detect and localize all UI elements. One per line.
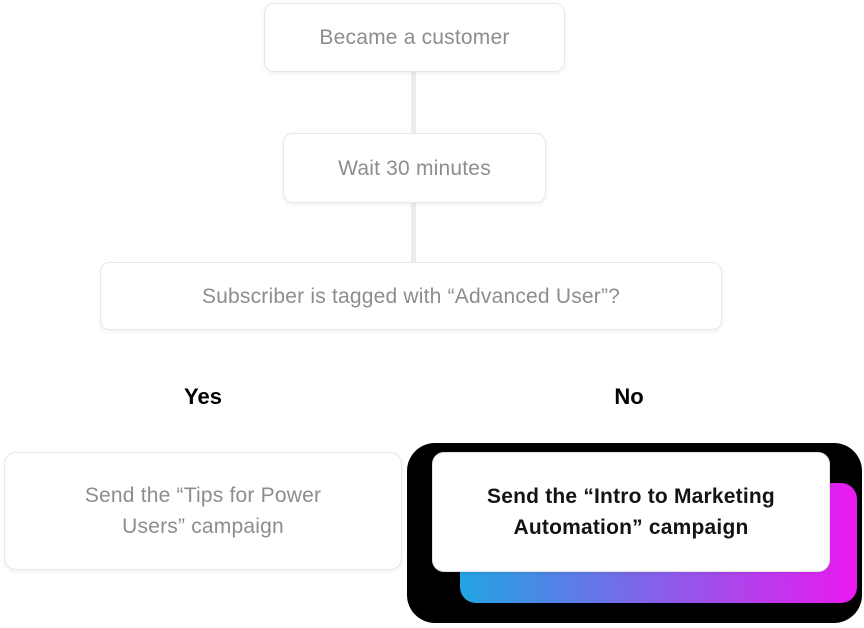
node-wait-30-minutes[interactable]: Wait 30 minutes (283, 133, 546, 203)
connector-line (411, 70, 416, 136)
connector-line (411, 200, 416, 264)
node-label: Subscriber is tagged with “Advanced User… (201, 284, 621, 308)
node-tag-condition[interactable]: Subscriber is tagged with “Advanced User… (100, 262, 722, 330)
node-tips-campaign[interactable]: Send the “Tips for Power Users” campaign (4, 452, 402, 570)
node-label: Send the “Tips for Power Users” campaign (84, 484, 322, 538)
branch-label-yes: Yes (184, 384, 222, 409)
node-label: Became a customer (319, 26, 510, 49)
node-intro-campaign[interactable]: Send the “Intro to Marketing Automation”… (432, 452, 830, 572)
branch-label-no: No (614, 384, 644, 409)
node-became-customer[interactable]: Became a customer (264, 3, 565, 72)
node-label: Wait 30 minutes (338, 156, 491, 180)
node-label: Send the “Intro to Marketing Automation”… (487, 485, 775, 539)
